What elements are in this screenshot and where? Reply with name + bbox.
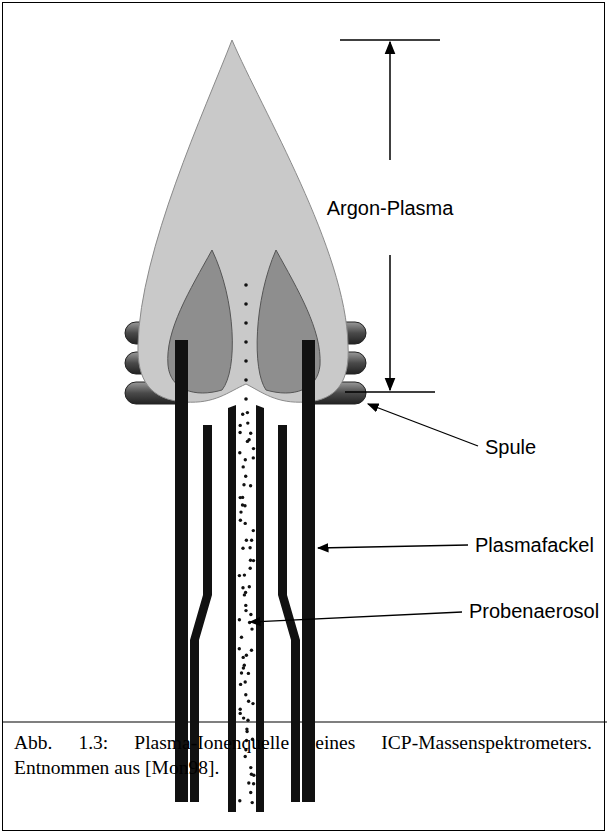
dimension-label: Argon-Plasma <box>324 196 457 220</box>
figure-caption: Abb. 1.3: Plasma-Ionenquelle eines ICP-M… <box>14 730 592 781</box>
leader-line <box>250 404 478 622</box>
part-label: Plasmafackel <box>472 533 597 557</box>
part-label: Probenaerosol <box>466 599 602 623</box>
part-label: Spule <box>482 435 539 459</box>
argon-plasma <box>138 40 348 402</box>
aerosol-dots <box>238 283 256 804</box>
